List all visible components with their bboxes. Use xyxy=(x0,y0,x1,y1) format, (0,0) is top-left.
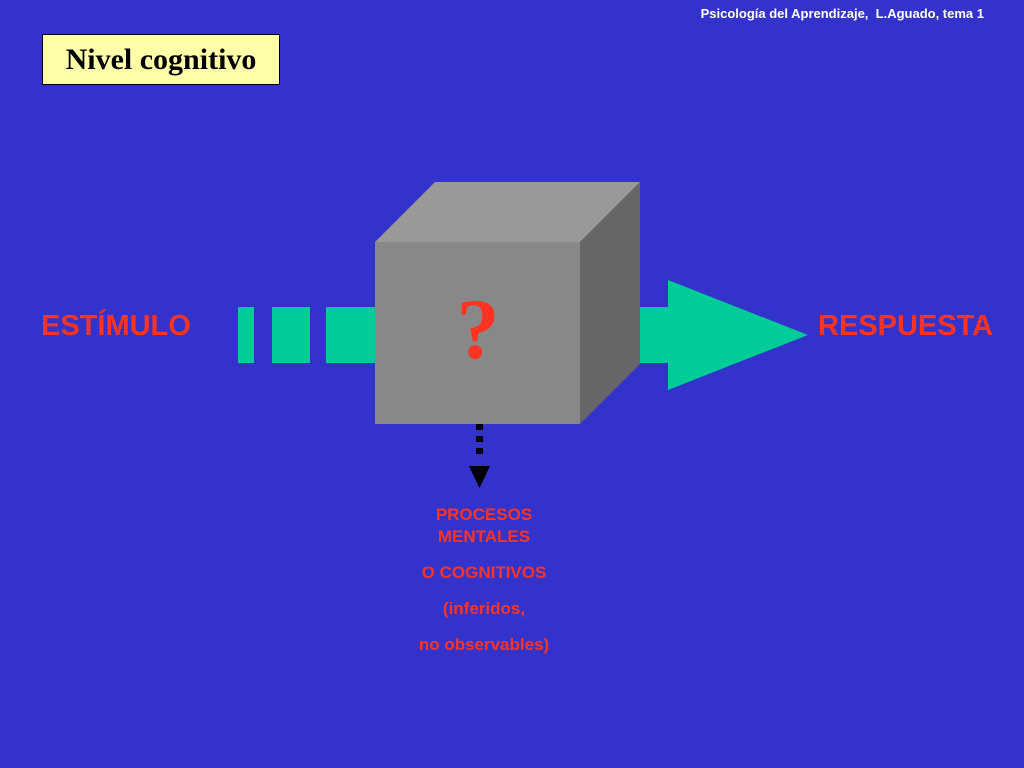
down-arrow-dot xyxy=(476,424,483,430)
down-arrow-head xyxy=(469,466,490,488)
arrow-dash-2 xyxy=(272,307,310,363)
processes-line: O COGNITIVOS xyxy=(421,563,547,582)
header-caption: Psicología del Aprendizaje, L.Aguado, te… xyxy=(700,6,984,21)
down-arrow-dot xyxy=(476,448,483,454)
arrow-dash-3 xyxy=(326,307,378,363)
down-arrow-dot xyxy=(476,436,483,442)
processes-line: MENTALES xyxy=(437,527,531,546)
processes-line: PROCESOS xyxy=(435,505,533,524)
arrow-dash-1 xyxy=(238,307,254,363)
black-box-cube xyxy=(375,182,640,424)
cube-top-face xyxy=(375,182,640,242)
down-arrow-icon xyxy=(469,424,490,488)
stimulus-label: ESTÍMULO xyxy=(41,310,191,342)
response-label: RESPUESTA xyxy=(818,310,994,342)
cube-front-face xyxy=(375,242,580,424)
cube-side-face xyxy=(580,182,640,424)
slide-title: Nivel cognitivo xyxy=(42,34,280,85)
arrow-head-icon xyxy=(668,280,808,390)
processes-line: (inferidos, xyxy=(442,599,526,618)
question-mark-icon: ? xyxy=(456,281,500,377)
processes-line: no observables) xyxy=(418,635,550,654)
mental-processes-caption: PROCESOS MENTALES O COGNITIVOS (inferido… xyxy=(384,504,584,656)
